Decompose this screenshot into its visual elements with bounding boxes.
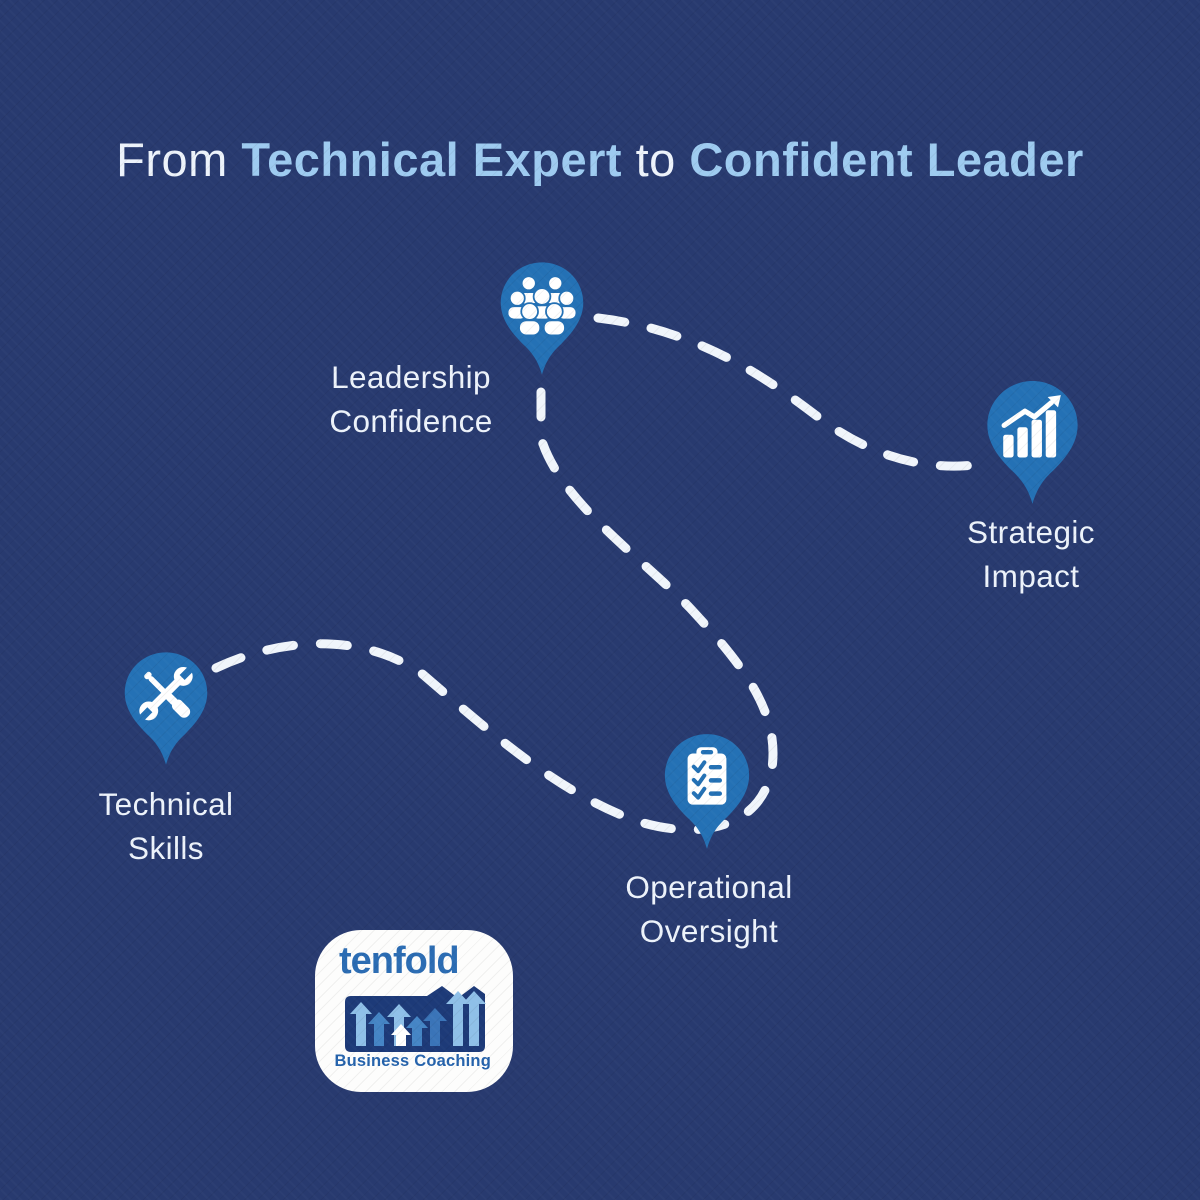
milestone-label: Technical Skills [16, 782, 316, 870]
milestone-label-line: Leadership [331, 359, 491, 395]
map-pin [494, 258, 590, 380]
checklist-icon [664, 734, 750, 849]
milestone-label: Operational Oversight [559, 865, 859, 953]
milestone-label-line: Impact [982, 558, 1080, 594]
milestone-label: Strategic Impact [881, 510, 1181, 598]
path-segment-skills-to-leadership [211, 387, 778, 835]
logo-card: tenfold Business Coaching [315, 930, 513, 1092]
page-title: From Technical Expert to Confident Leade… [0, 132, 1200, 187]
title-connector: to [622, 133, 690, 186]
milestone-label-line: Oversight [639, 913, 779, 949]
title-prefix: From [116, 133, 242, 186]
milestone-label-line: Strategic [967, 514, 1095, 550]
milestone-label-line: Confidence [329, 403, 493, 439]
map-pin [118, 648, 214, 770]
map-pin [658, 730, 756, 854]
brand-name: tenfold [339, 940, 460, 982]
milestone-label-line: Operational [625, 869, 793, 905]
team-icon [500, 262, 584, 375]
growth-chart-icon [987, 381, 1078, 504]
title-highlight-technical-expert: Technical Expert [241, 133, 623, 186]
milestone-label: Leadership Confidence [261, 355, 561, 443]
growth-arrows-graphic [345, 986, 486, 1052]
path-segment-leadership-to-strategic [593, 313, 980, 471]
milestone-label-line: Skills [128, 830, 204, 866]
title-highlight-confident-leader: Confident Leader [689, 133, 1084, 186]
milestone-label-line: Technical [98, 786, 234, 822]
logo-tagline: Business Coaching [334, 1052, 491, 1070]
map-pin [980, 378, 1085, 508]
tools-icon [124, 652, 208, 765]
